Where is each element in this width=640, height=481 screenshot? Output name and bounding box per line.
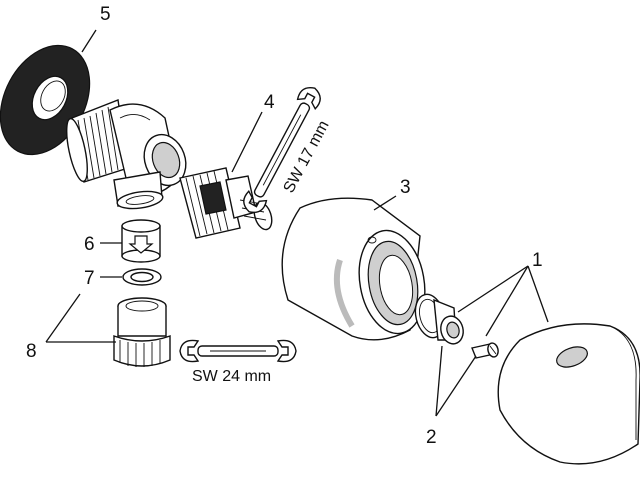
- screw: [471, 342, 499, 359]
- callout-3: 3: [400, 177, 411, 198]
- wrench-sw24-icon: [179, 339, 297, 363]
- threaded-connector: [113, 297, 171, 367]
- callout-2: 2: [426, 427, 437, 448]
- callout-7: 7: [84, 268, 95, 289]
- callout-4: 4: [264, 92, 275, 113]
- handle-knob: [497, 323, 640, 465]
- sealing-washer: [122, 268, 162, 286]
- check-valve-insert: [121, 219, 161, 263]
- arrow-down-icon: [128, 235, 154, 254]
- wrench-sw24-label: SW 24 mm: [192, 368, 271, 385]
- callout-1: 1: [532, 250, 543, 271]
- spindle-adapter: [414, 293, 464, 345]
- callout-8: 8: [26, 341, 37, 362]
- callout-5: 5: [100, 4, 111, 25]
- wrench-sw17-icon: [243, 87, 321, 213]
- callout-6: 6: [84, 234, 95, 255]
- angle-valve-body: [66, 99, 187, 210]
- valve-cap-sleeve: [281, 197, 426, 341]
- callout-leaders: [45, 29, 549, 417]
